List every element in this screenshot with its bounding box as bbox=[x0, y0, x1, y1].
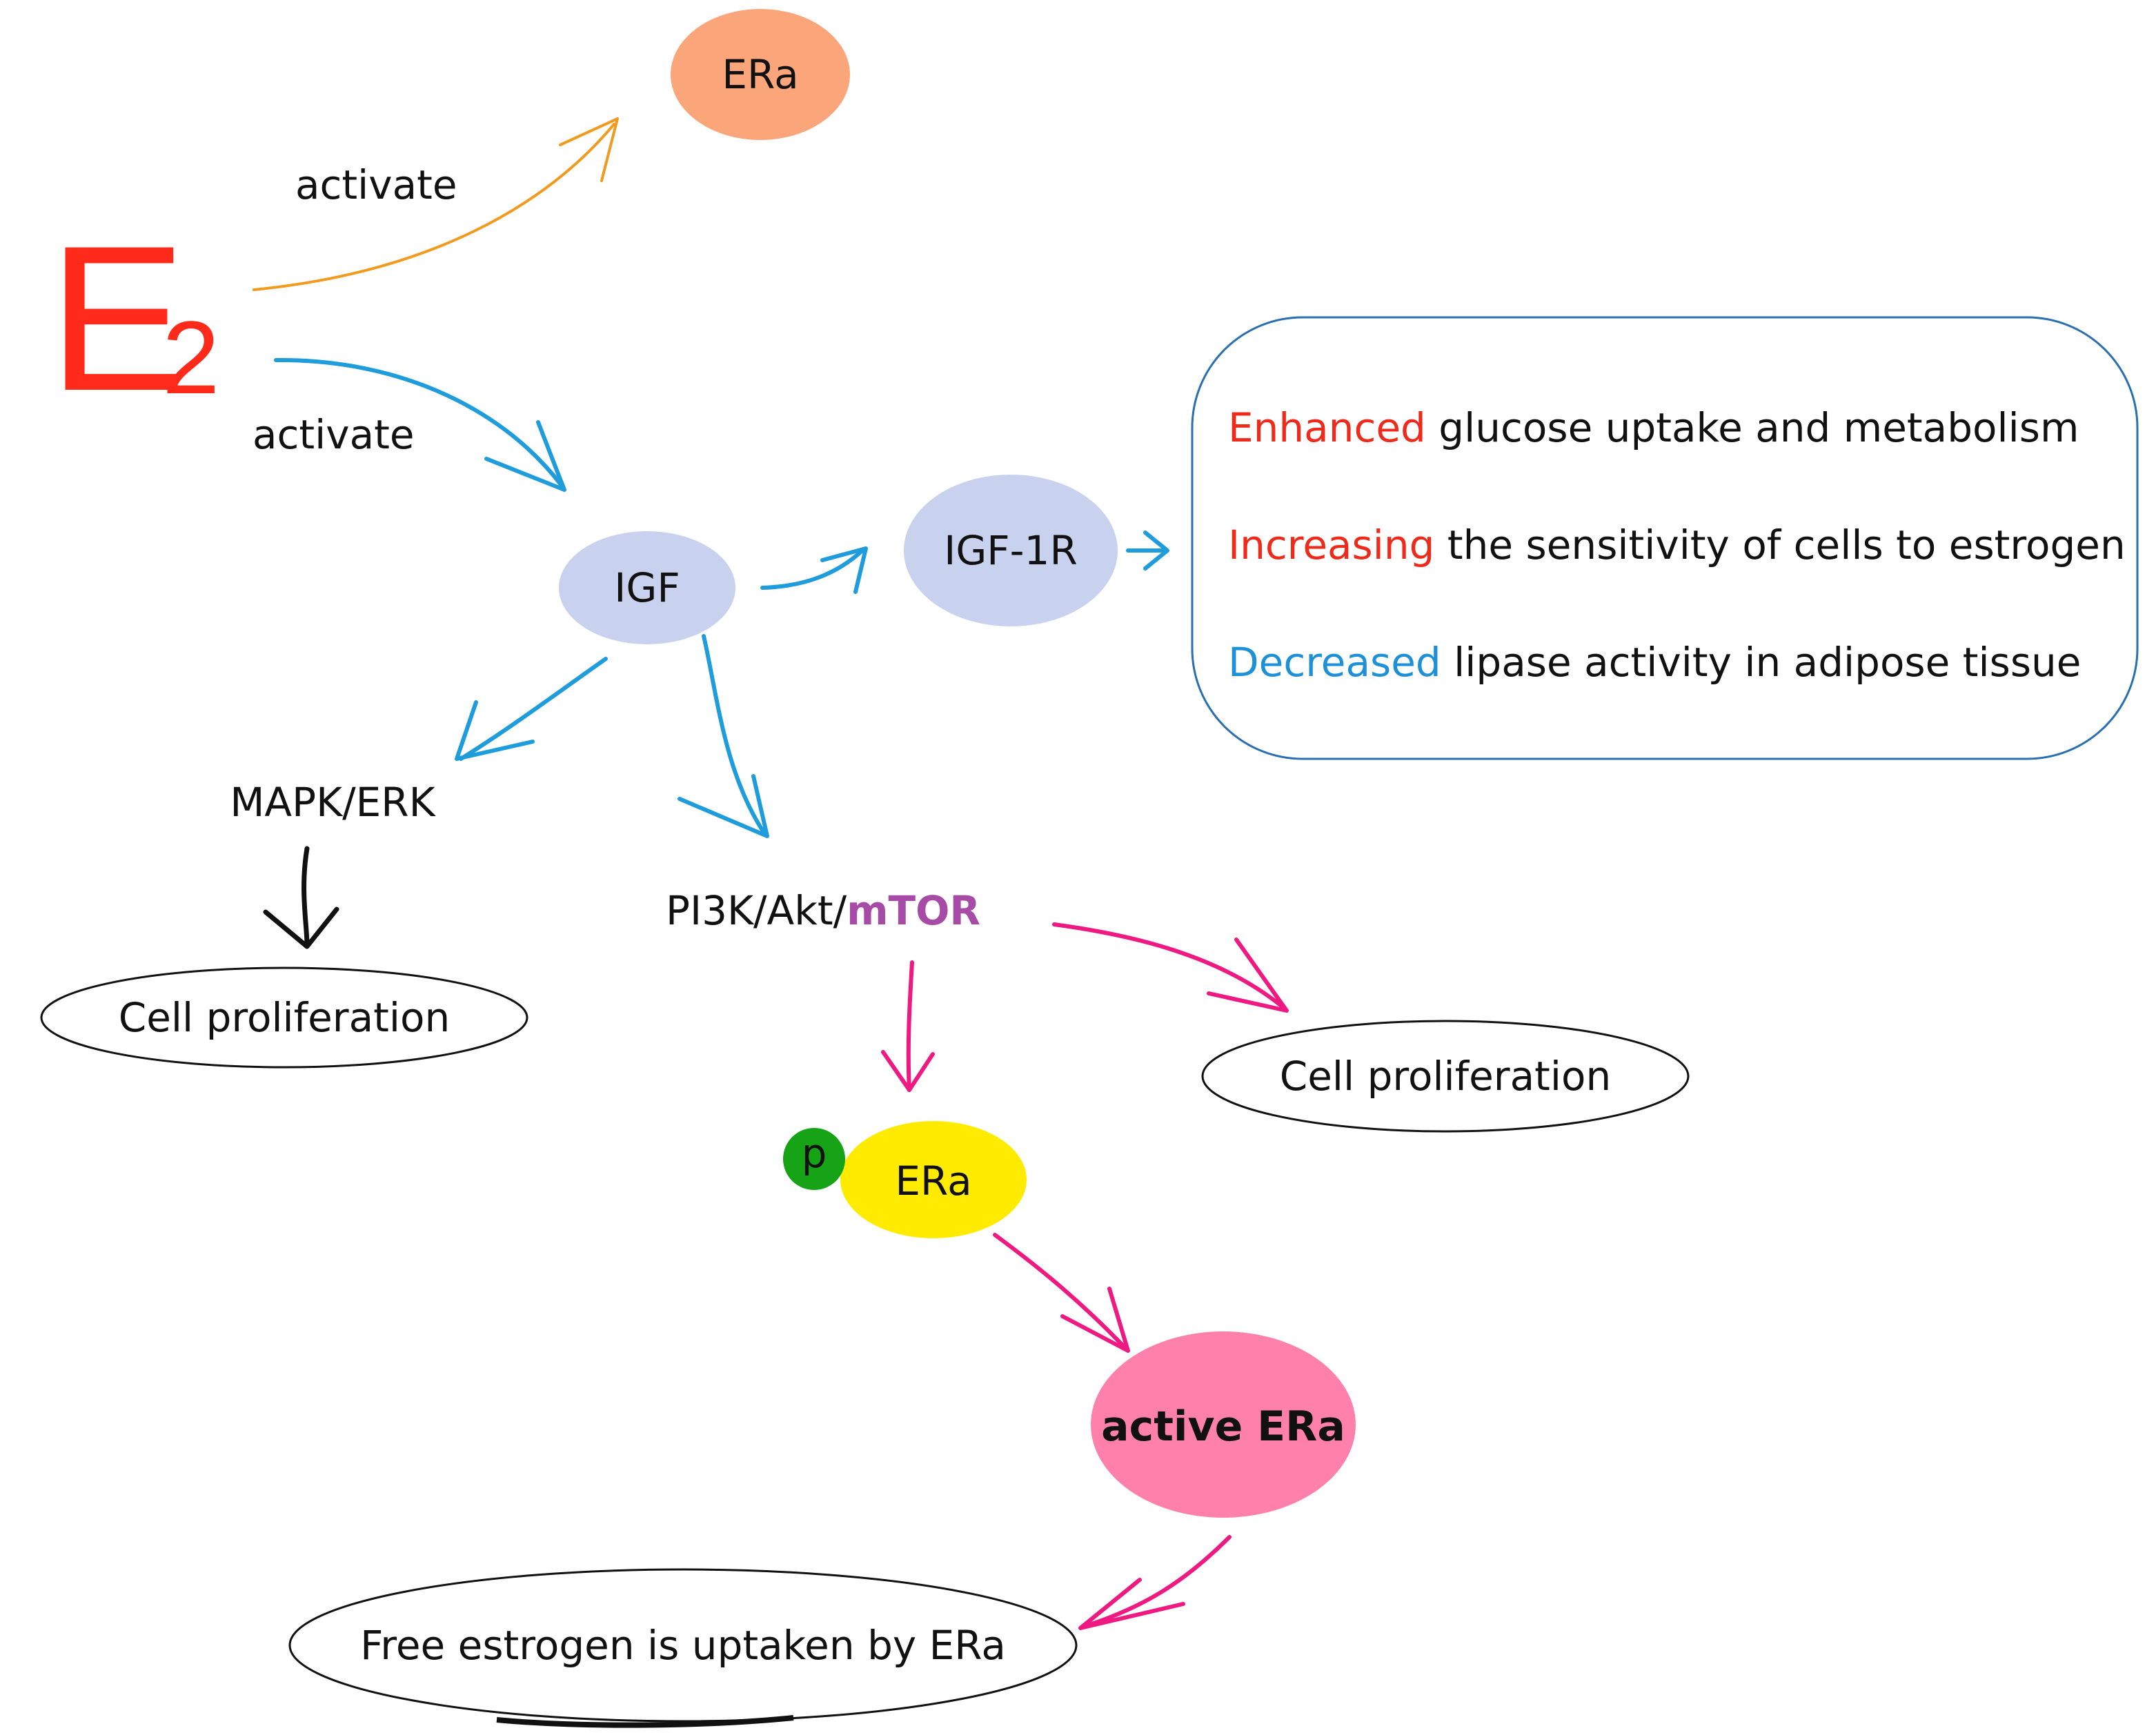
active-era-label: active ERa bbox=[1101, 1402, 1345, 1451]
era-top-node bbox=[671, 9, 850, 140]
effect-text-3: lipase activity in adipose tissue bbox=[1441, 639, 2081, 686]
igf-1r-node bbox=[904, 475, 1118, 626]
arrow-igf-to-mapk bbox=[455, 657, 608, 761]
cell-proliferation-left-node bbox=[40, 966, 528, 1069]
effect-keyword-increasing: Increasing bbox=[1228, 522, 1434, 568]
effect-keyword-decreased: Decreased bbox=[1228, 639, 1441, 686]
arrow-active-era-to-free-estrogen bbox=[1078, 1535, 1232, 1630]
era-phospho-label: ERa bbox=[895, 1158, 971, 1204]
era-phospho-node bbox=[840, 1121, 1027, 1238]
arrow-mapk-to-proliferation bbox=[263, 846, 339, 949]
phosphate-badge bbox=[783, 1128, 845, 1190]
arrow-e2-to-era bbox=[253, 117, 619, 291]
effects-box bbox=[1191, 316, 2139, 760]
active-era-node bbox=[1091, 1331, 1356, 1518]
effect-text-2: the sensitivity of cells to estrogen bbox=[1434, 522, 2125, 568]
free-estrogen-label: Free estrogen is uptaken by ERa bbox=[360, 1622, 1006, 1669]
arrow-igf-to-pi3k bbox=[678, 634, 769, 838]
effect-text-1: glucose uptake and metabolism bbox=[1426, 404, 2079, 451]
arrow-mtor-to-proliferation bbox=[1052, 922, 1289, 1013]
e2-subscript: 2 bbox=[162, 299, 219, 415]
effect-keyword-enhanced: Enhanced bbox=[1228, 404, 1426, 451]
effect-line-1: Enhanced glucose uptake and metabolism bbox=[1228, 404, 2079, 451]
phosphate-label: p bbox=[802, 1130, 827, 1177]
pi3k-akt-mtor-label: PI3K/Akt/mTOR bbox=[666, 887, 980, 934]
arrow-e2-to-igf bbox=[274, 357, 566, 492]
igf-1r-label: IGF-1R bbox=[944, 527, 1078, 574]
e2-letter: E bbox=[48, 202, 186, 434]
free-estrogen-underline bbox=[496, 1715, 794, 1728]
arrow-pi3k-to-era bbox=[881, 960, 935, 1092]
effect-line-3: Decreased lipase activity in adipose tis… bbox=[1228, 639, 2081, 686]
arrow-igf1r-to-effects bbox=[1126, 531, 1169, 571]
pi3k-akt-text: PI3K/Akt/ bbox=[666, 887, 847, 934]
cell-proliferation-right-label: Cell proliferation bbox=[1280, 1053, 1612, 1100]
cell-proliferation-left-label: Cell proliferation bbox=[119, 994, 451, 1041]
e2-label: E 2 bbox=[48, 202, 219, 434]
arrow-igf-to-igf1r bbox=[760, 546, 868, 594]
free-estrogen-node bbox=[288, 1568, 1078, 1723]
mapk-erk-label: MAPK/ERK bbox=[230, 779, 436, 826]
activate-label-upper: activate bbox=[295, 161, 457, 208]
cell-proliferation-right-node bbox=[1201, 1020, 1690, 1133]
igf-node bbox=[559, 531, 735, 644]
activate-label-lower: activate bbox=[253, 411, 415, 458]
igf-label: IGF bbox=[614, 564, 680, 611]
mtor-text: mTOR bbox=[847, 887, 980, 934]
effect-line-2: Increasing the sensitivity of cells to e… bbox=[1228, 522, 2126, 568]
era-top-label: ERa bbox=[722, 51, 798, 98]
arrow-era-to-active-era bbox=[993, 1233, 1130, 1353]
